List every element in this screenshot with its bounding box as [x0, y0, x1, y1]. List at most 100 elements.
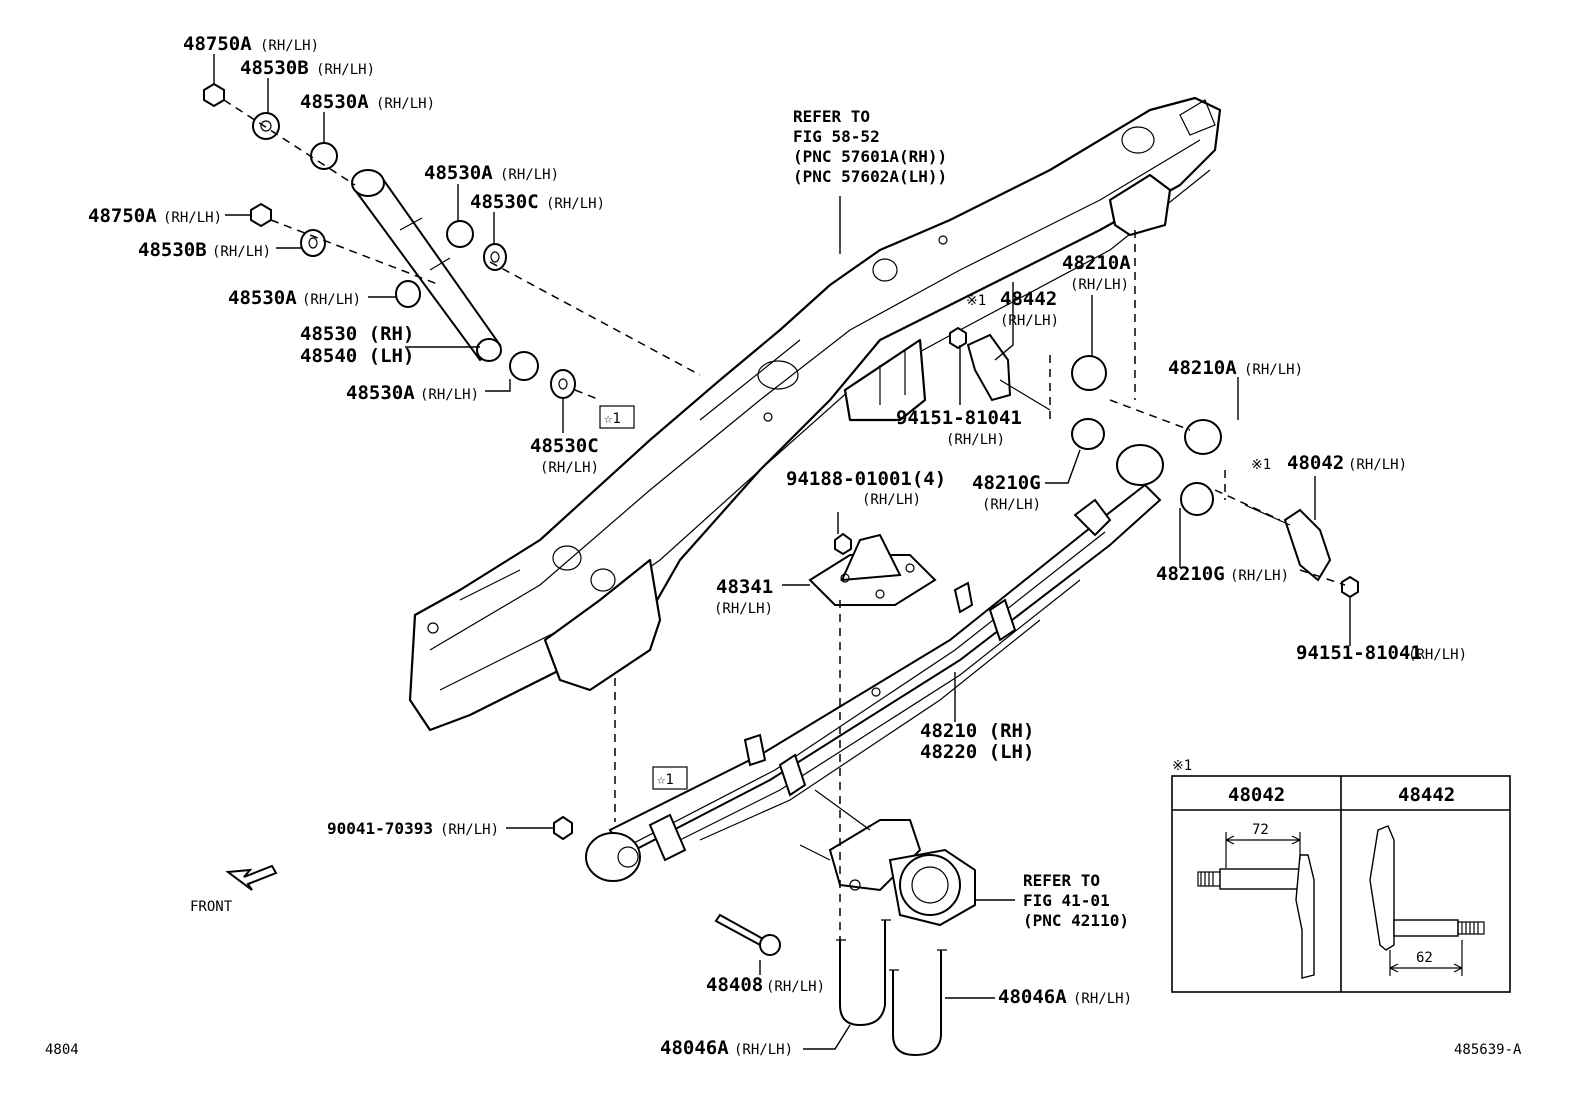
label-94188-sub: (RH/LH)	[862, 492, 921, 508]
inset-dim-62: 62	[1416, 950, 1433, 966]
label-48046A-1: 48046A	[998, 986, 1067, 1008]
label-ref1-l3: (PNC 57601A(RH))	[793, 147, 947, 166]
bushing-48210G-2	[1180, 482, 1214, 516]
label-48530A-4-sub: (RH/LH)	[420, 387, 479, 403]
label-48530C-1: 48530C	[470, 191, 539, 213]
label-48530-rh: 48530 (RH)	[300, 323, 414, 345]
label-48042-mark: ※1	[1251, 457, 1271, 473]
label-94151-1-sub: (RH/LH)	[946, 432, 1005, 448]
leader-lines	[213, 54, 1351, 1050]
nut-48750A-top	[203, 82, 225, 108]
label-ref2-l1: REFER TO	[1023, 871, 1100, 890]
label-front: FRONT	[190, 899, 233, 915]
rear-shackle-hardware	[949, 326, 1359, 599]
label-star1-a: ☆1	[604, 411, 621, 427]
label-94151-1: 94151-81041	[896, 407, 1022, 429]
washer-48530B-top	[252, 112, 280, 140]
label-48530A-2: 48530A	[424, 162, 493, 184]
label-48442-sub: (RH/LH)	[1000, 313, 1059, 329]
label-48210G-1-sub: (RH/LH)	[982, 497, 1041, 513]
label-48210G-2: 48210G	[1156, 563, 1225, 585]
frame-rail	[408, 96, 1222, 732]
spring-dash-lines	[614, 230, 1346, 940]
label-fig-code: 4804	[45, 1042, 79, 1058]
label-48046A-2-sub: (RH/LH)	[734, 1042, 793, 1058]
washer-48530C-1	[483, 243, 507, 271]
shackle-48042	[1283, 508, 1332, 582]
bushing-48210A-2	[1184, 419, 1222, 455]
shackle-dimension-inset: ※1 48042 48442 72 62	[1171, 758, 1511, 993]
shock-absorber	[351, 169, 502, 362]
label-48341-sub: (RH/LH)	[714, 601, 773, 617]
label-48220-lh: 48220 (LH)	[920, 741, 1034, 763]
spring-seat	[808, 532, 937, 606]
label-48530A-4: 48530A	[346, 382, 415, 404]
part-labels: 48750A (RH/LH) 48530B (RH/LH) 48530A (RH…	[45, 33, 1522, 1059]
label-48530B-mid: 48530B	[138, 239, 207, 261]
label-48750A-top-sub: (RH/LH)	[260, 38, 319, 54]
inset-mark: ※1	[1172, 758, 1192, 774]
label-48530C-2: 48530C	[530, 435, 599, 457]
u-bolts	[836, 919, 947, 1057]
label-48210A-2: 48210A	[1168, 357, 1237, 379]
washer-48530C-2	[550, 369, 576, 399]
label-48530B-mid-sub: (RH/LH)	[212, 244, 271, 260]
label-48442: 48442	[1000, 288, 1057, 310]
bushing-48210G-1	[1071, 418, 1105, 450]
bushing-48530A-3	[395, 280, 421, 308]
label-94151-2-sub: (RH/LH)	[1408, 647, 1467, 663]
label-48046A-2: 48046A	[660, 1037, 729, 1059]
label-48750A-mid-sub: (RH/LH)	[163, 210, 222, 226]
bushing-48530A-4	[509, 351, 539, 381]
inset-col1-header: 48042	[1228, 784, 1285, 806]
label-48042: 48042	[1287, 452, 1344, 474]
label-ref1-l1: REFER TO	[793, 107, 870, 126]
label-94188: 94188-01001(4)	[786, 468, 946, 490]
label-48046A-1-sub: (RH/LH)	[1073, 991, 1132, 1007]
label-ref2-l2: FIG 41-01	[1023, 891, 1110, 910]
bushing-48210A-1	[1071, 355, 1107, 391]
label-ref1-l2: FIG 58-52	[793, 127, 880, 146]
label-90041: 90041-70393	[327, 819, 433, 838]
label-48530C-2-sub: (RH/LH)	[540, 460, 599, 476]
label-48750A-mid: 48750A	[88, 205, 157, 227]
label-48210G-1: 48210G	[972, 472, 1041, 494]
nut-48750A-mid	[250, 202, 272, 228]
label-48210A-1: 48210A	[1062, 252, 1131, 274]
label-48408-sub: (RH/LH)	[766, 979, 825, 995]
label-48210G-2-sub: (RH/LH)	[1230, 568, 1289, 584]
label-48530A-3: 48530A	[228, 287, 297, 309]
label-48530A-3-sub: (RH/LH)	[302, 292, 361, 308]
inset-dim-72: 72	[1252, 822, 1269, 838]
star1-box-a	[599, 405, 635, 429]
inset-col2-header: 48442	[1398, 784, 1455, 806]
star1-box-b	[652, 766, 688, 790]
spring-front-eye	[585, 832, 641, 882]
label-48210A-2-sub: (RH/LH)	[1244, 362, 1303, 378]
label-48530A-1: 48530A	[300, 91, 369, 113]
label-48530C-1-sub: (RH/LH)	[546, 196, 605, 212]
label-48530A-2-sub: (RH/LH)	[500, 167, 559, 183]
label-star1-b: ☆1	[657, 772, 674, 788]
label-48442-mark: ※1	[966, 293, 986, 309]
inset-48442-drawing: 62	[1369, 825, 1485, 976]
label-48210-rh: 48210 (RH)	[920, 720, 1034, 742]
label-48530B-top-sub: (RH/LH)	[316, 62, 375, 78]
bolt-48408	[714, 913, 781, 956]
label-48042-sub: (RH/LH)	[1348, 457, 1407, 473]
washer-48530B-mid	[300, 229, 326, 257]
bushing-48530A-2	[446, 220, 474, 248]
label-ref2-l3: (PNC 42110)	[1023, 911, 1129, 930]
label-90041-sub: (RH/LH)	[440, 822, 499, 838]
label-48530A-1-sub: (RH/LH)	[376, 96, 435, 112]
label-illustration-code: 485639-A	[1454, 1042, 1522, 1058]
label-48540-lh: 48540 (LH)	[300, 345, 414, 367]
leaf-spring	[585, 444, 1164, 882]
label-ref1-l4: (PNC 57602A(LH))	[793, 167, 947, 186]
axle-housing	[799, 789, 976, 927]
label-48530B-top: 48530B	[240, 57, 309, 79]
shackle-48442	[966, 333, 1012, 402]
label-94151-2: 94151-81041	[1296, 642, 1422, 664]
label-48408: 48408	[706, 974, 763, 996]
inset-48042-drawing: 72	[1197, 822, 1315, 979]
